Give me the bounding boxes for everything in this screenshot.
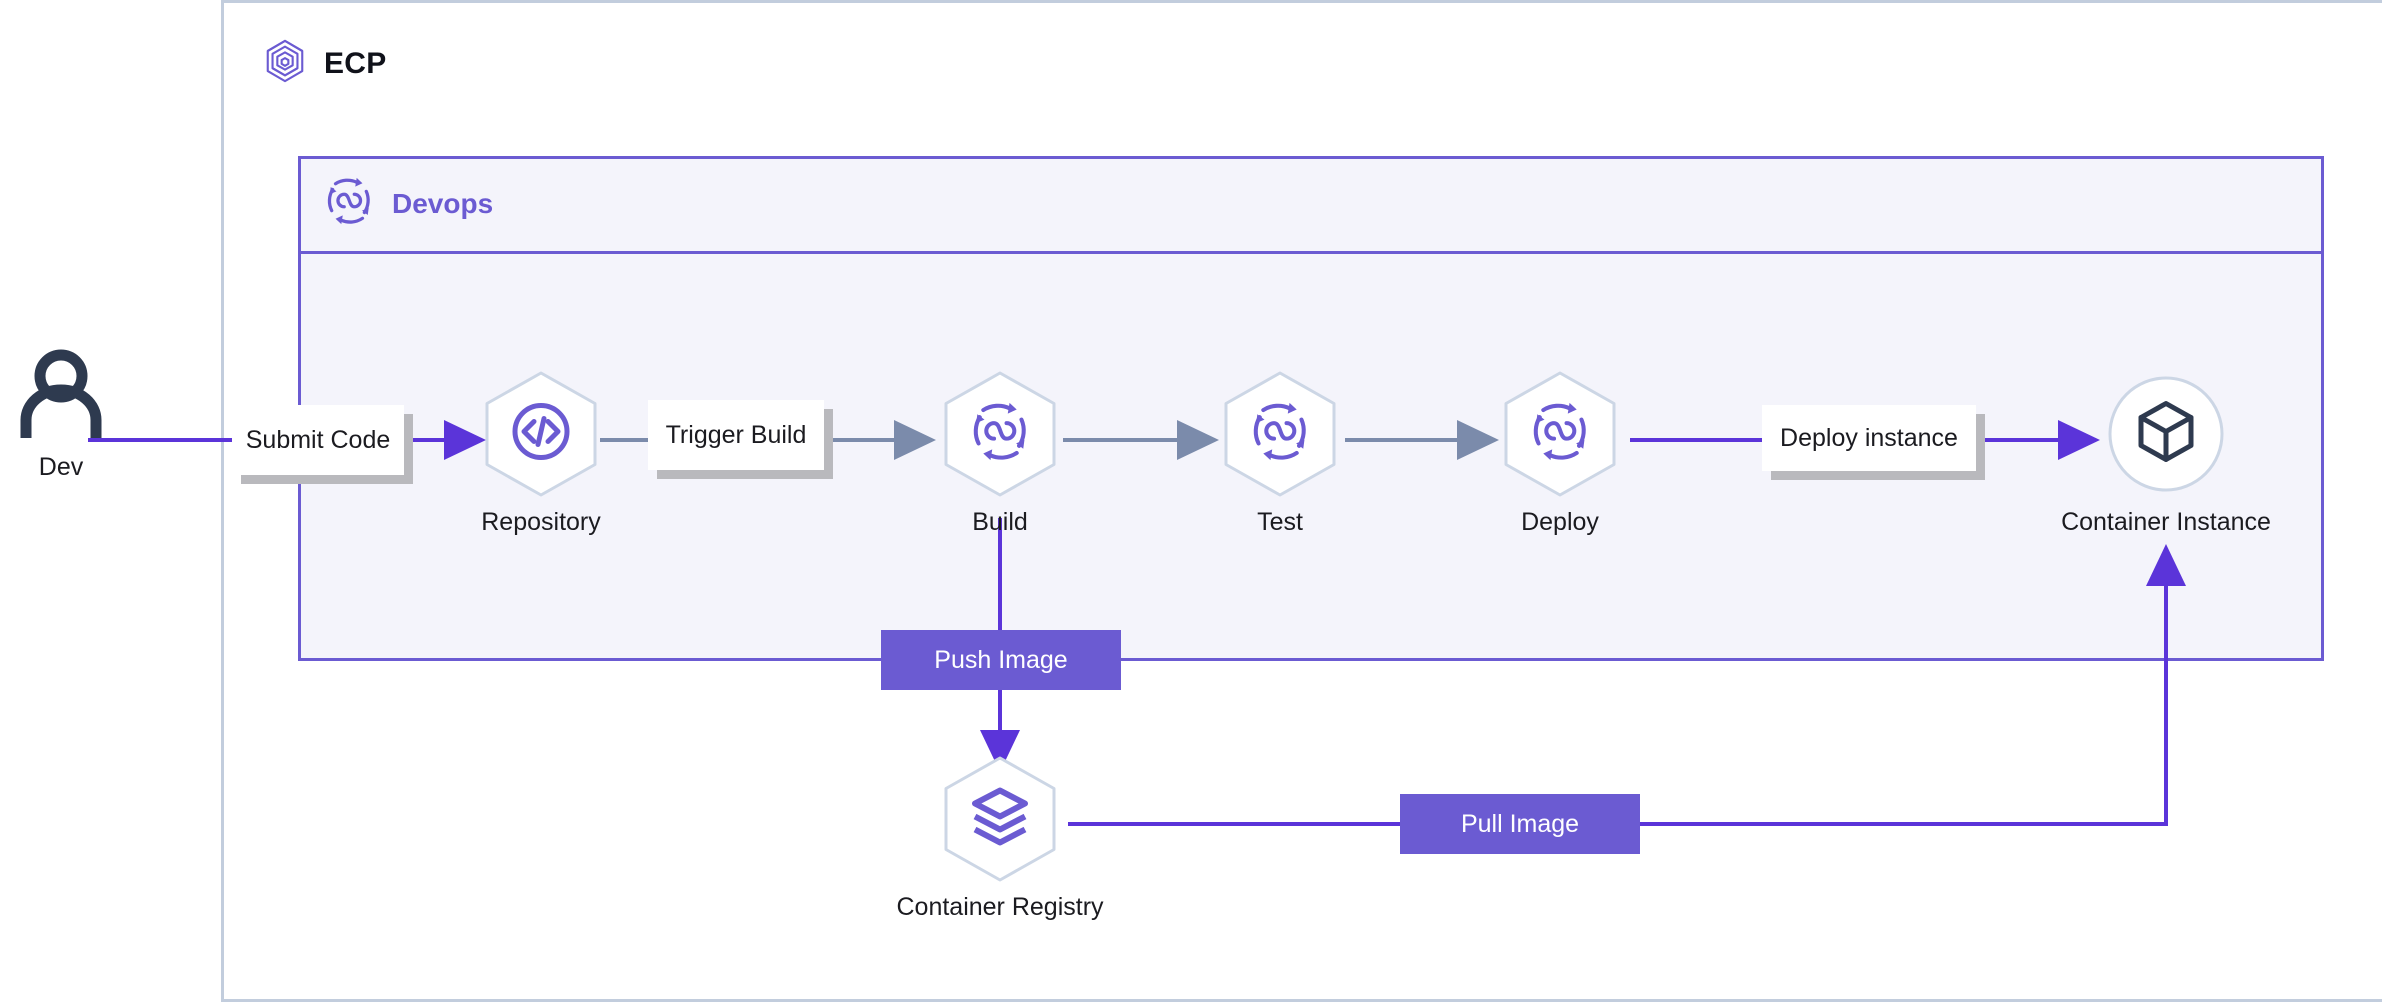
node-deploy-label: Deploy bbox=[1521, 508, 1599, 536]
actor-dev-label: Dev bbox=[38, 453, 84, 481]
edge-label-deploy-instance-text: Deploy instance bbox=[1780, 423, 1958, 452]
devops-infinity-loop-icon bbox=[324, 176, 374, 231]
repository-hexagon-shape bbox=[482, 370, 600, 498]
ecp-header: ECP bbox=[262, 38, 387, 89]
node-container-registry-label: Container Registry bbox=[896, 893, 1104, 921]
edge-label-trigger-build-text: Trigger Build bbox=[665, 420, 807, 449]
node-deploy[interactable]: Deploy bbox=[1480, 370, 1640, 537]
code-brackets-icon bbox=[510, 401, 572, 468]
devops-panel-header: Devops bbox=[298, 156, 2324, 254]
ecp-title: ECP bbox=[324, 46, 387, 80]
edge-label-pull-image: Pull Image bbox=[1400, 794, 1640, 854]
devops-infinity-loop-icon bbox=[1529, 401, 1591, 468]
node-build-label: Build bbox=[972, 508, 1028, 536]
container-registry-hexagon-shape bbox=[941, 755, 1059, 883]
node-container-registry[interactable]: Container Registry bbox=[850, 755, 1150, 922]
edge-label-pull-image-text: Pull Image bbox=[1460, 809, 1580, 838]
actor-dev: Dev bbox=[6, 348, 116, 482]
node-repository[interactable]: Repository bbox=[461, 370, 621, 537]
ecp-hexagon-logo-icon bbox=[262, 38, 308, 89]
node-container-instance[interactable]: Container Instance bbox=[2016, 370, 2316, 537]
layers-stack-icon bbox=[968, 785, 1032, 854]
devops-infinity-loop-icon bbox=[969, 401, 1031, 468]
edge-label-push-image: Push Image bbox=[881, 630, 1121, 690]
edge-label-deploy-instance: Deploy instance bbox=[1762, 405, 1976, 471]
edge-label-submit-code-text: Submit Code bbox=[245, 425, 391, 454]
node-test-label: Test bbox=[1257, 508, 1303, 536]
node-container-instance-label: Container Instance bbox=[2061, 508, 2271, 536]
user-person-icon bbox=[18, 349, 104, 444]
edge-label-trigger-build: Trigger Build bbox=[648, 400, 824, 470]
node-build[interactable]: Build bbox=[920, 370, 1080, 537]
container-instance-circle-shape bbox=[2107, 370, 2225, 498]
test-hexagon-shape bbox=[1221, 370, 1339, 498]
devops-infinity-loop-icon bbox=[1249, 401, 1311, 468]
node-test[interactable]: Test bbox=[1200, 370, 1360, 537]
build-hexagon-shape bbox=[941, 370, 1059, 498]
edge-label-submit-code: Submit Code bbox=[232, 405, 404, 475]
edge-label-push-image-text: Push Image bbox=[934, 645, 1068, 674]
node-repository-label: Repository bbox=[481, 508, 601, 536]
cube-3d-icon bbox=[2135, 400, 2197, 469]
devops-title: Devops bbox=[392, 187, 494, 219]
deploy-hexagon-shape bbox=[1501, 370, 1619, 498]
